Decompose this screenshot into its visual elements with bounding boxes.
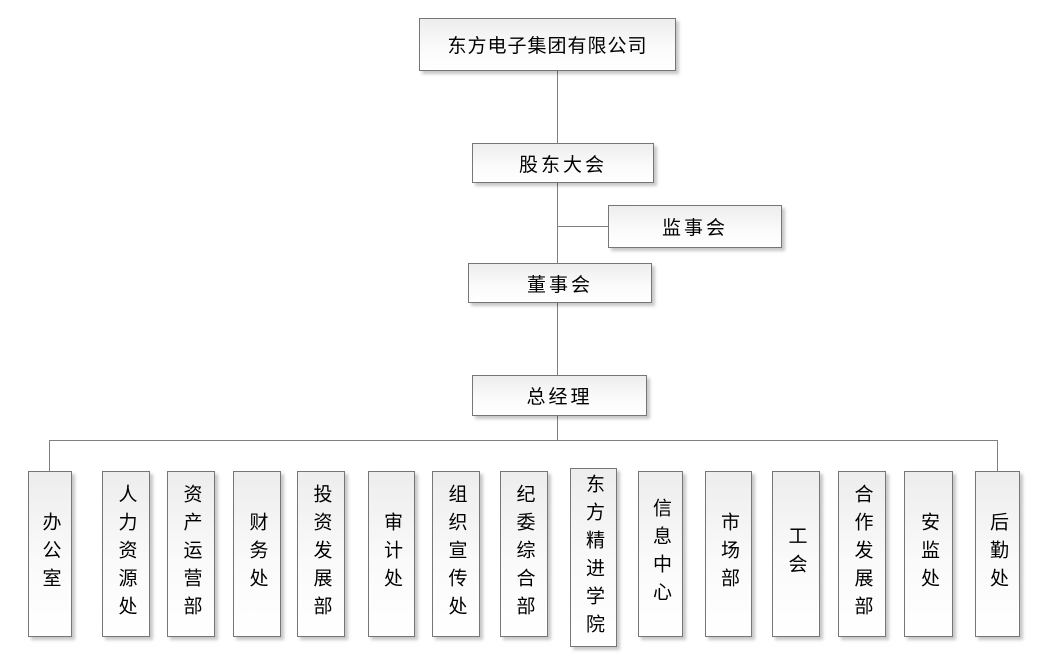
connector-departments-trunk: [49, 440, 998, 441]
dept-investment-development: 投资发展部: [297, 471, 345, 637]
connector-board-to-gm: [557, 303, 558, 375]
dept-logistics-label: 后勤处: [987, 512, 1008, 596]
node-general-manager-label: 总经理: [526, 387, 593, 408]
dept-information-center-label: 信息中心: [650, 498, 671, 610]
node-supervisory-board: 监事会: [608, 205, 782, 248]
dept-cooperation-development-label: 合作发展部: [851, 484, 873, 624]
connector-company-to-shareholders: [557, 71, 558, 143]
dept-marketing: 市场部: [705, 471, 752, 637]
connector-left-drop: [49, 440, 50, 471]
dept-human-resources-label: 人力资源处: [115, 484, 137, 624]
node-board-of-directors: 董事会: [468, 263, 652, 303]
connector-supervisory-branch: [557, 226, 608, 227]
node-shareholders-meeting: 股东大会: [472, 143, 654, 183]
dept-discipline-committee-label: 纪委综合部: [513, 484, 535, 624]
connector-shareholders-to-board: [557, 183, 558, 263]
dept-finance-label: 财务处: [246, 512, 268, 596]
node-shareholders-meeting-label: 股东大会: [518, 154, 607, 176]
node-general-manager: 总经理: [472, 375, 647, 416]
dept-office-label: 办公室: [39, 512, 61, 596]
dept-finance: 财务处: [233, 471, 281, 637]
connector-right-drop: [997, 440, 998, 471]
dept-labor-union-label: 工会: [785, 526, 807, 582]
dept-asset-operations: 资产运营部: [167, 471, 215, 637]
dept-discipline-committee: 纪委综合部: [500, 471, 548, 637]
dept-organization-publicity-label: 组织宣传处: [445, 484, 467, 624]
dept-logistics: 后勤处: [975, 471, 1020, 637]
dept-audit-label: 审计处: [381, 512, 402, 596]
dept-organization-publicity: 组织宣传处: [432, 471, 480, 637]
dept-office: 办公室: [28, 471, 72, 637]
node-supervisory-board-label: 监事会: [661, 218, 728, 239]
dept-safety-supervision-label: 安监处: [918, 512, 939, 596]
dept-human-resources: 人力资源处: [102, 471, 150, 637]
dept-asset-operations-label: 资产运营部: [180, 484, 202, 624]
node-company-label: 东方电子集团有限公司: [447, 36, 648, 57]
dept-dongfang-jingjin-academy-label: 东方精进学院: [583, 473, 604, 642]
node-company: 东方电子集团有限公司: [419, 18, 676, 71]
connector-gm-to-trunk: [557, 415, 558, 440]
dept-cooperation-development: 合作发展部: [838, 471, 886, 637]
dept-dongfang-jingjin-academy: 东方精进学院: [570, 468, 617, 647]
node-board-of-directors-label: 董事会: [526, 274, 593, 296]
dept-information-center: 信息中心: [638, 471, 683, 637]
dept-labor-union: 工会: [772, 471, 820, 637]
dept-marketing-label: 市场部: [718, 512, 739, 596]
dept-investment-development-label: 投资发展部: [310, 484, 332, 624]
dept-audit: 审计处: [368, 471, 415, 637]
dept-safety-supervision: 安监处: [904, 471, 953, 637]
